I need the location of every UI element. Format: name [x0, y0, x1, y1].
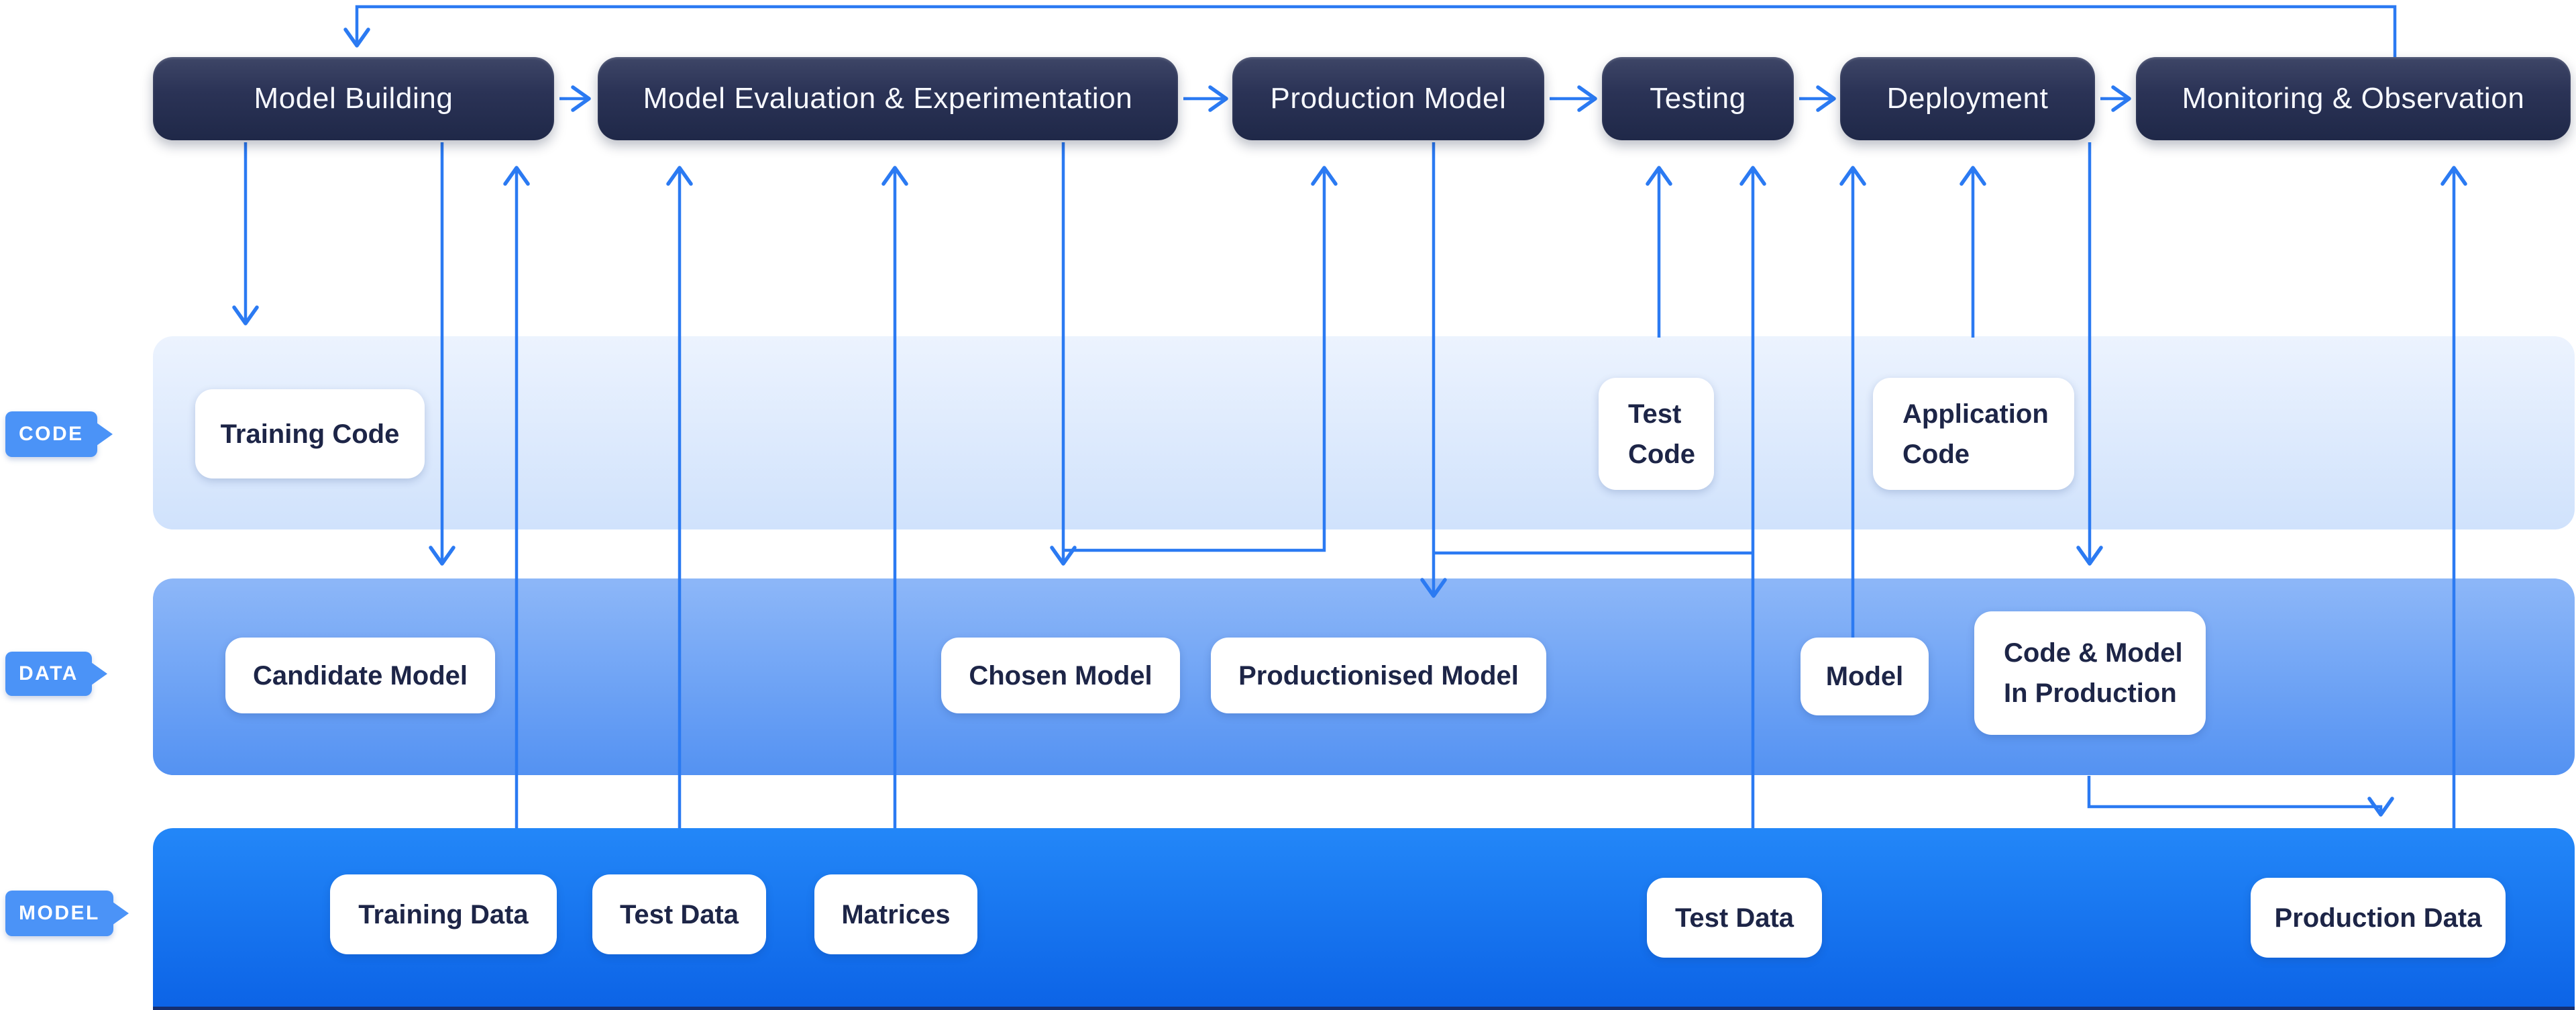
arrowhead-down-icon — [2076, 546, 2103, 566]
code-lane-tag: CODE — [5, 411, 97, 457]
edge-training-data-to-model-building — [503, 166, 530, 828]
arrowhead-up-icon — [1646, 166, 1672, 186]
stage-model-evaluation: Model Evaluation & Experimentation — [598, 57, 1178, 140]
arrowhead-down-icon — [2367, 797, 2394, 817]
edge-test-data-to-model-evaluation — [666, 166, 693, 828]
node-training-data: Training Data — [330, 874, 557, 954]
edge-stage-arrow-testing-to-deployment — [1799, 85, 1836, 112]
stage-monitoring-observation: Monitoring & Observation — [2136, 57, 2571, 140]
edge-stage-arrow-deployment-to-monitoring — [2100, 85, 2131, 112]
edge-test-code-to-testing — [1646, 166, 1672, 338]
arrowhead-right-icon — [1816, 85, 1836, 112]
edge-stage-arrow-production-model-to-testing — [1550, 85, 1597, 112]
stage-testing: Testing — [1602, 57, 1794, 140]
edge-monitoring-to-model-building-feedback — [343, 5, 2397, 58]
arrowhead-right-icon — [571, 85, 591, 112]
edge-application-code-to-deployment — [1960, 166, 1986, 338]
node-candidate-model: Candidate Model — [225, 638, 495, 713]
arrowhead-down-icon — [1050, 546, 1077, 566]
stage-deployment: Deployment — [1840, 57, 2095, 140]
arrowhead-up-icon — [1839, 166, 1866, 186]
arrowhead-up-icon — [1739, 166, 1766, 186]
node-chosen-model: Chosen Model — [941, 638, 1180, 713]
arrowhead-up-icon — [2440, 166, 2467, 186]
edge-stage-arrow-evaluation-to-production-model — [1183, 85, 1228, 112]
edge-production-model-to-productionised-model — [1420, 142, 1447, 598]
edge-chosen-model-to-production-model — [1063, 166, 1338, 552]
node-model: Model — [1801, 638, 1929, 715]
arrowhead-up-icon — [503, 166, 530, 186]
arrowhead-right-icon — [1208, 85, 1228, 112]
model-lane-tag: MODEL — [5, 891, 113, 936]
edge-model-building-to-candidate-model — [429, 142, 455, 566]
node-code-model-in-production: Code & Model In Production — [1974, 611, 2206, 735]
arrowhead-up-icon — [666, 166, 693, 186]
node-test-data-production: Test Data — [1647, 878, 1822, 958]
edge-test-data-to-testing — [1739, 166, 1766, 828]
edge-code-model-to-production-data — [2087, 776, 2394, 817]
edge-stage-arrow-building-to-evaluation — [559, 85, 591, 112]
arrowhead-down-icon — [1420, 578, 1447, 598]
node-production-data: Production Data — [2251, 878, 2506, 958]
node-test-data: Test Data — [592, 874, 766, 954]
node-training-code: Training Code — [195, 389, 425, 478]
node-test-code: Test Code — [1599, 378, 1714, 490]
arrowhead-down-icon — [232, 305, 259, 325]
arrowhead-down-icon — [343, 28, 370, 48]
edge-model-to-deployment — [1839, 166, 1866, 638]
stage-model-building: Model Building — [153, 57, 554, 140]
edge-matrices-to-model-evaluation — [881, 166, 908, 828]
node-application-code: Application Code — [1873, 378, 2074, 490]
arrowhead-up-icon — [1311, 166, 1338, 186]
arrowhead-right-icon — [1577, 85, 1597, 112]
arrowhead-up-icon — [881, 166, 908, 186]
edge-model-building-to-training-code — [232, 142, 259, 325]
arrowhead-up-icon — [1960, 166, 1986, 186]
edge-production-data-to-monitoring — [2440, 166, 2467, 828]
arrowhead-right-icon — [2111, 85, 2131, 112]
node-productionised-model: Productionised Model — [1211, 638, 1546, 713]
node-matrices: Matrices — [814, 874, 977, 954]
code-lane-band — [153, 336, 2575, 529]
edge-model-evaluation-to-chosen-model — [1050, 142, 1077, 566]
arrowhead-down-icon — [429, 546, 455, 566]
data-lane-tag: DATA — [5, 652, 92, 696]
edge-deployment-to-code-model-in-production — [2076, 142, 2103, 566]
stage-production-model: Production Model — [1232, 57, 1544, 140]
